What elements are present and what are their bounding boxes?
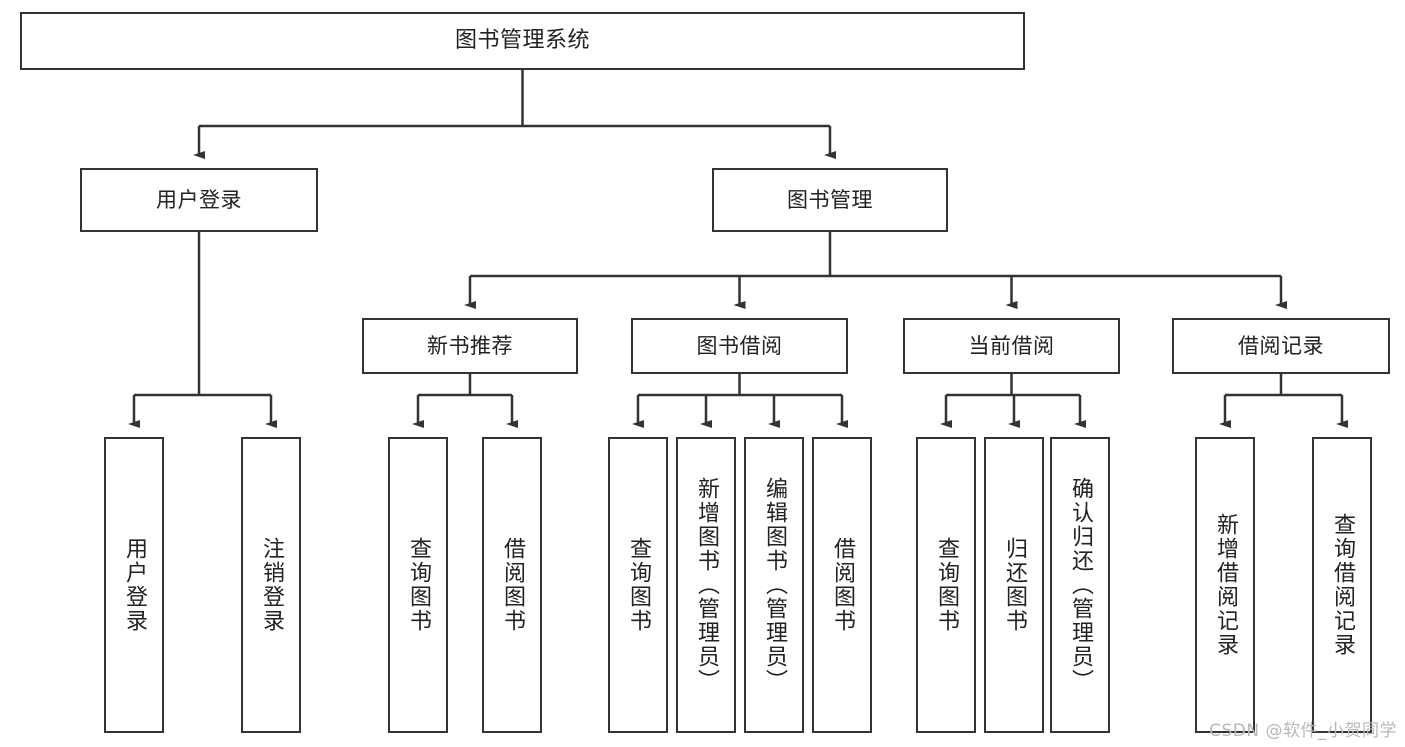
node-leaf-query-borrow-record[interactable]: 查询借阅记录 — [1312, 437, 1372, 733]
node-leaf-logout[interactable]: 注销登录 — [241, 437, 301, 733]
node-root[interactable]: 图书管理系统 — [20, 12, 1025, 70]
node-label: 查询图书 — [625, 537, 651, 633]
node-borrow-record[interactable]: 借阅记录 — [1172, 318, 1390, 374]
node-label: 查询图书 — [933, 537, 959, 633]
node-leaf-borrow-book[interactable]: 借阅图书 — [812, 437, 872, 733]
node-leaf-add-book-admin[interactable]: 新增图书（管理员） — [676, 437, 736, 733]
node-new-book-recommend[interactable]: 新书推荐 — [362, 318, 578, 374]
node-leaf-query-book-recommend[interactable]: 查询图书 — [388, 437, 448, 733]
node-label: 注销登录 — [258, 537, 284, 633]
node-book-borrow[interactable]: 图书借阅 — [631, 318, 848, 374]
node-label: 新增图书（管理员） — [693, 477, 719, 693]
node-label: 图书借阅 — [696, 333, 783, 358]
node-label: 用户登录 — [156, 187, 242, 212]
node-label: 当前借阅 — [968, 333, 1055, 358]
node-label: 新增借阅记录 — [1212, 513, 1238, 657]
node-label: 借阅记录 — [1238, 333, 1324, 358]
node-label: 用户登录 — [121, 537, 147, 633]
node-label: 新书推荐 — [427, 333, 513, 358]
node-leaf-query-book-current[interactable]: 查询图书 — [916, 437, 976, 733]
node-label: 借阅图书 — [829, 537, 855, 633]
node-leaf-edit-book-admin[interactable]: 编辑图书（管理员） — [744, 437, 804, 733]
node-label: 借阅图书 — [499, 537, 525, 633]
node-label: 归还图书 — [1001, 537, 1027, 633]
node-label: 查询图书 — [405, 537, 431, 633]
node-leaf-query-book-borrow[interactable]: 查询图书 — [608, 437, 668, 733]
node-label: 确认归还（管理员） — [1067, 477, 1093, 693]
node-leaf-confirm-return-admin[interactable]: 确认归还（管理员） — [1050, 437, 1110, 733]
node-leaf-user-login[interactable]: 用户登录 — [104, 437, 164, 733]
node-current-borrow[interactable]: 当前借阅 — [903, 318, 1120, 374]
watermark-label: CSDN @软件_小贺同学 — [1209, 721, 1397, 741]
node-label: 查询借阅记录 — [1329, 513, 1355, 657]
node-leaf-add-borrow-record[interactable]: 新增借阅记录 — [1195, 437, 1255, 733]
node-leaf-borrow-book-recommend[interactable]: 借阅图书 — [482, 437, 542, 733]
node-label: 图书管理 — [787, 187, 873, 212]
node-book-management[interactable]: 图书管理 — [712, 168, 948, 232]
node-user-login[interactable]: 用户登录 — [80, 168, 318, 232]
node-leaf-return-book[interactable]: 归还图书 — [984, 437, 1044, 733]
node-label: 编辑图书（管理员） — [761, 477, 787, 693]
node-label: 图书管理系统 — [454, 28, 590, 54]
